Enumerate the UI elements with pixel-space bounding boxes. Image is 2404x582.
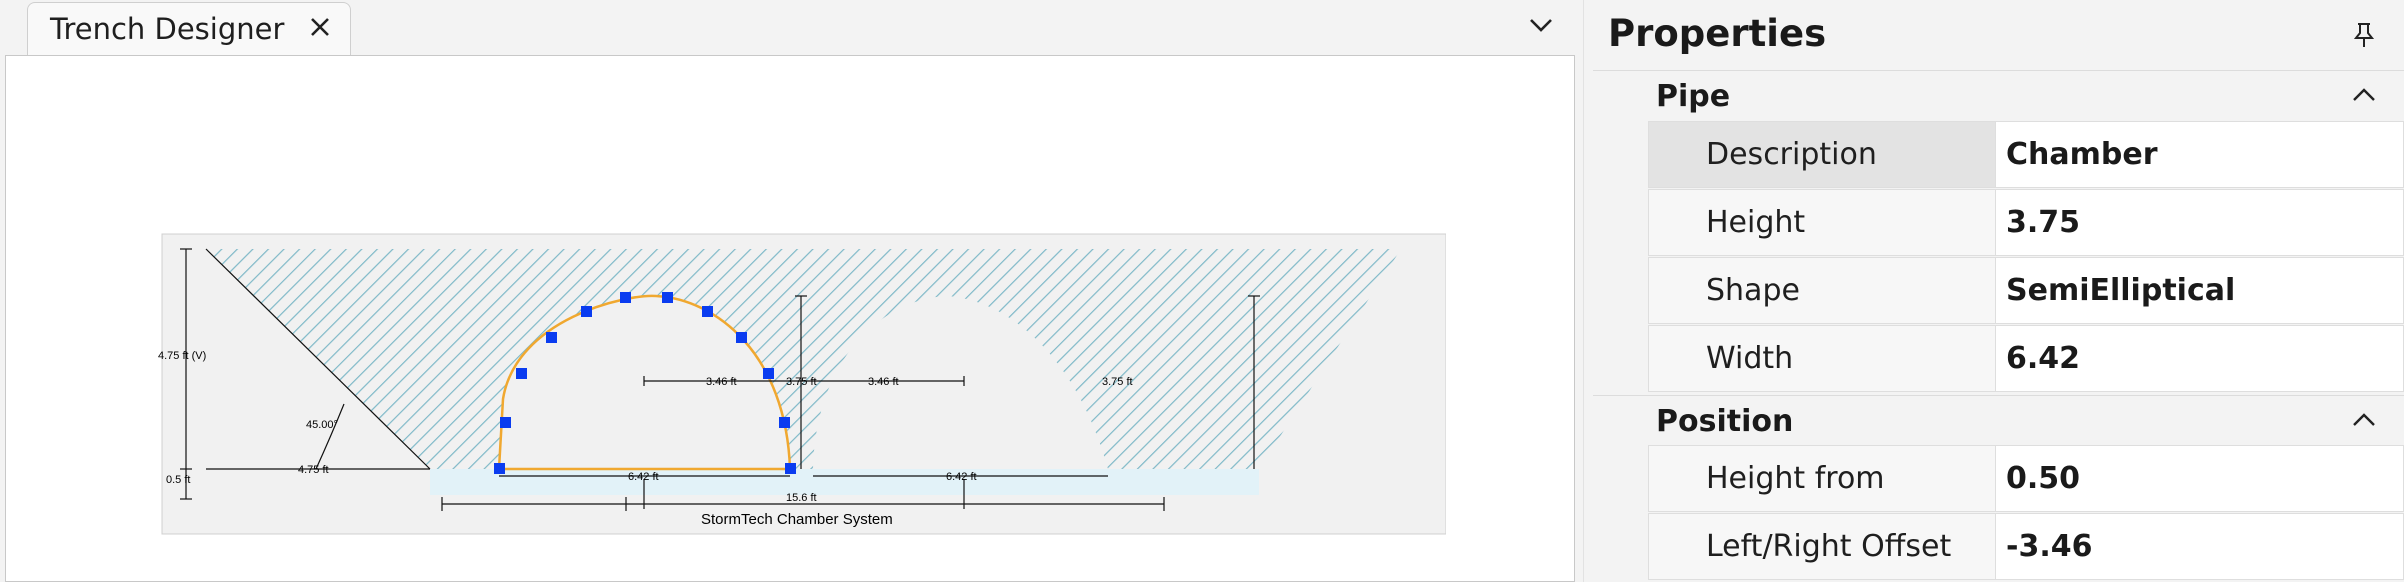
category-pipe[interactable]: Pipe: [1593, 70, 2404, 121]
properties-title: Properties: [1608, 12, 1827, 55]
dim-height-b: 3.75 ft: [1102, 376, 1133, 388]
document-pane: Trench Designer: [5, 2, 1575, 582]
handle[interactable]: [500, 417, 511, 428]
trench-drawing[interactable]: 4.75 ft (V) 0.5 ft 4.75 ft 45.00° 3.46 f…: [156, 174, 1446, 536]
selection-handles[interactable]: [494, 292, 796, 474]
dim-left-offset: 4.75 ft: [298, 464, 329, 476]
backfill-hatch: [206, 249, 1401, 469]
property-name: Width: [1648, 325, 1996, 392]
property-row-width[interactable]: Width 6.42: [1648, 325, 2404, 392]
chevron-up-icon[interactable]: [2349, 85, 2379, 105]
category-position[interactable]: Position: [1593, 395, 2404, 446]
trench-canvas[interactable]: 4.75 ft (V) 0.5 ft 4.75 ft 45.00° 3.46 f…: [5, 55, 1575, 582]
property-value[interactable]: 0.50: [1996, 445, 2404, 512]
dim-left-base: 0.5 ft: [166, 474, 190, 486]
property-value[interactable]: 6.42: [1996, 325, 2404, 392]
property-row-left-right-offset[interactable]: Left/Right Offset -3.46: [1648, 513, 2404, 580]
tab-trench-designer[interactable]: Trench Designer: [27, 2, 351, 56]
property-row-height-from-bottom[interactable]: Height from Bottom 0.50: [1648, 445, 2404, 562]
selected-chamber-outline[interactable]: [497, 294, 792, 471]
property-name: Left/Right Offset: [1648, 513, 1996, 580]
pane-splitter[interactable]: [1583, 0, 1594, 582]
dim-width-a: 6.42 ft: [628, 471, 659, 483]
drawing-caption: StormTech Chamber System: [701, 511, 893, 528]
category-indent: [1593, 120, 1648, 392]
handle[interactable]: [620, 292, 631, 303]
category-label: Position: [1656, 404, 1794, 439]
handle[interactable]: [662, 292, 673, 303]
property-row-shape[interactable]: Shape SemiElliptical: [1648, 257, 2404, 324]
property-value[interactable]: -3.46: [1996, 513, 2404, 580]
property-name: Shape: [1648, 257, 1996, 324]
close-icon[interactable]: [306, 13, 334, 41]
handle[interactable]: [516, 368, 527, 379]
property-value[interactable]: SemiElliptical: [1996, 257, 2404, 324]
property-row-description[interactable]: Description Chamber: [1648, 121, 2404, 188]
dim-width-b: 6.42 ft: [946, 471, 977, 483]
handle[interactable]: [546, 332, 557, 343]
tab-title: Trench Designer: [50, 12, 285, 46]
property-value[interactable]: 3.75: [1996, 189, 2404, 256]
dimension-lines: [180, 248, 1260, 511]
properties-pane: Properties Pipe Description Chamber Heig…: [1593, 0, 2404, 582]
dim-offset-b: 3.46 ft: [868, 376, 899, 388]
dim-height-a: 3.75 ft: [786, 376, 817, 388]
chevron-up-icon[interactable]: [2349, 410, 2379, 430]
chevron-down-icon[interactable]: [1524, 10, 1558, 40]
property-value[interactable]: Chamber: [1996, 121, 2404, 188]
handle[interactable]: [702, 306, 713, 317]
handle[interactable]: [779, 417, 790, 428]
dim-angle: 45.00°: [306, 419, 338, 431]
handle[interactable]: [736, 332, 747, 343]
property-name: Description: [1648, 121, 1996, 188]
property-name: Height: [1648, 189, 1996, 256]
dim-left-height: 4.75 ft (V): [158, 350, 206, 362]
property-row-height[interactable]: Height 3.75: [1648, 189, 2404, 256]
handle[interactable]: [763, 368, 774, 379]
pin-icon[interactable]: [2349, 20, 2379, 50]
handle[interactable]: [785, 463, 796, 474]
property-name: Height from Bottom: [1648, 445, 1996, 562]
handle[interactable]: [494, 463, 505, 474]
handle[interactable]: [581, 306, 592, 317]
dim-offset-a: 3.46 ft: [706, 376, 737, 388]
gravel-bed: [430, 469, 1259, 495]
category-label: Pipe: [1656, 79, 1731, 114]
dim-total: 15.6 ft: [786, 492, 817, 504]
